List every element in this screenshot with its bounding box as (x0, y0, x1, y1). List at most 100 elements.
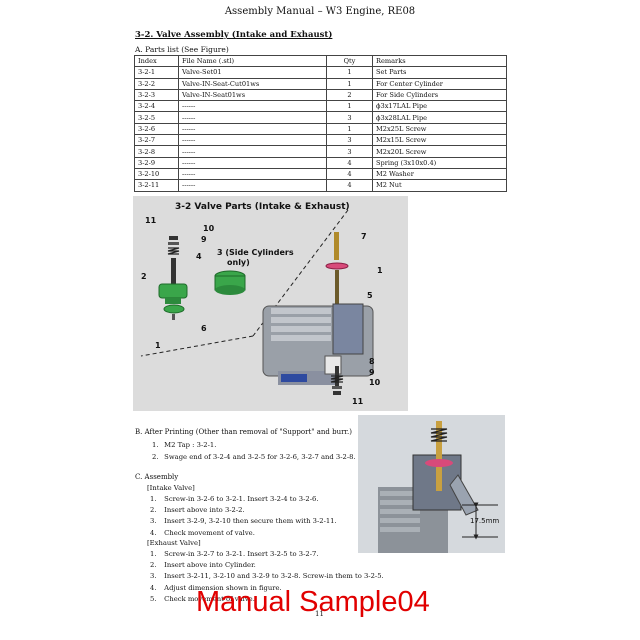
valve-screw-photo (436, 421, 442, 491)
exhaust-valve-title: [Exhaust Valve] (147, 539, 201, 547)
callout-10-left: 10 (203, 224, 215, 233)
cell-index: 3-2-10 (134, 167, 179, 181)
list-item: 2. Insert above into 3-2-2. (150, 506, 245, 515)
cell-remarks: Spring (3x10x0.4) (372, 156, 507, 169)
header-qty: Qty (326, 54, 373, 68)
guide-line-top (252, 209, 349, 337)
spring-left (167, 247, 180, 255)
cell-file-name: ------ (178, 122, 327, 136)
cell-file-name: ------ (178, 145, 327, 158)
cell-index: 3-2-1 (134, 66, 179, 79)
valve-parts-figure: 3-2 Valve Parts (Intake & Exhaust) (133, 196, 408, 411)
cell-file-name: Valve-IN-Seat01ws (178, 88, 327, 102)
page-header: Assembly Manual – W3 Engine, RE08 (224, 6, 416, 17)
cell-file-name: ------ (178, 179, 327, 192)
engine-photo: 17.5mm (358, 415, 505, 553)
cell-qty: 2 (326, 88, 373, 102)
fin-1 (271, 308, 331, 314)
callout-1-left: 1 (155, 341, 161, 350)
valve-set-base-left (165, 298, 181, 304)
cell-index: 3-2-9 (134, 156, 179, 169)
parts-list-heading: A. Parts list (See Figure) (135, 45, 229, 54)
assembly-title: C. Assembly (135, 473, 179, 481)
cell-index: 3-2-2 (134, 77, 179, 90)
cell-index: 3-2-6 (134, 122, 179, 136)
dimension-label: 17.5mm (470, 517, 500, 525)
cell-index: 3-2-5 (134, 111, 179, 124)
cell-remarks: M2x20L Screw (372, 145, 507, 158)
washer-left (168, 242, 179, 245)
page-number: 11 (315, 610, 324, 618)
exhaust-steps: 1. Screw-in 3-2-7 to 3-2-1. Insert 3-2-5… (150, 549, 384, 605)
header-file-name: File Name (.stl) (178, 54, 327, 68)
valve-seat-photo (425, 459, 453, 467)
list-item: 2. Swage end of 3-2-4 and 3-2-5 for 3-2-… (152, 452, 356, 461)
after-printing-list: 1. M2 Tap : 3-2-1. 2. Swage end of 3-2-4… (152, 440, 356, 463)
side-cylinders-label-1: 3 (Side Cylinders (217, 248, 294, 257)
cell-qty: 3 (326, 111, 373, 124)
cell-index: 3-2-4 (134, 100, 179, 113)
screw-left (172, 314, 175, 320)
cell-qty: 1 (326, 66, 373, 79)
list-item: 3. Insert 3-2-9, 3-2-10 then secure them… (150, 517, 337, 526)
pipe-right (335, 270, 339, 330)
engine-photo-drawing (358, 415, 505, 553)
callout-9-left: 9 (201, 235, 207, 244)
cell-remarks: Set Parts (372, 66, 507, 79)
cell-index: 3-2-3 (134, 88, 179, 102)
cell-qty: 3 (326, 134, 373, 147)
cell-index: 3-2-8 (134, 145, 179, 158)
cell-qty: 4 (326, 179, 373, 192)
spring-photo (430, 428, 448, 442)
screw-right (334, 232, 339, 260)
cell-qty: 4 (326, 156, 373, 169)
callout-9-right: 9 (369, 368, 375, 377)
fin-3 (271, 326, 331, 332)
list-item: 4. Adjust dimension shown in figure. (150, 583, 282, 592)
valve-seat-left (163, 304, 185, 314)
cell-remarks: For Side Cylinders (372, 88, 507, 102)
callout-6: 6 (201, 324, 207, 333)
washer-right (332, 386, 342, 389)
cell-remarks: M2x15L Screw (372, 134, 507, 147)
cell-qty: 3 (326, 145, 373, 158)
cell-qty: 1 (326, 77, 373, 90)
fin-4 (271, 335, 331, 341)
figure-title: 3-2 Valve Parts (Intake & Exhaust) (175, 202, 350, 212)
figure-drawing (140, 209, 374, 395)
intake-steps: 1. Screw-in 3-2-6 to 3-2-1. Insert 3-2-4… (150, 494, 337, 539)
callout-5: 5 (367, 291, 373, 300)
nut-left (169, 236, 178, 240)
callout-7: 7 (361, 232, 367, 241)
valve-housing (332, 303, 364, 355)
callout-11-left: 11 (145, 216, 157, 225)
callout-2: 2 (141, 272, 147, 281)
callout-10-right: 10 (369, 378, 381, 387)
cell-remarks: ϕ3x28LAL Pipe (372, 111, 507, 124)
parts-table: Index File Name (.stl) Qty Remarks 3-2-1… (134, 54, 507, 192)
cell-remarks: M2 Nut (372, 179, 507, 192)
callout-11-right: 11 (352, 397, 364, 406)
list-item: 4. Check movement of valve. (150, 528, 255, 537)
list-item: 1. Screw-in 3-2-7 to 3-2-1. Insert 3-2-5… (150, 550, 319, 558)
cell-file-name: Valve-IN-Seat-Cut01ws (178, 77, 327, 90)
cell-file-name: ------ (178, 167, 327, 181)
cell-file-name: ------ (178, 111, 327, 124)
side-seat-bottom (215, 285, 245, 295)
header-remarks: Remarks (372, 54, 507, 68)
header-index: Index (134, 54, 179, 68)
cell-qty: 1 (326, 100, 373, 113)
list-item: 3. Insert 3-2-11, 3-2-10 and 3-2-9 to 3-… (150, 572, 384, 581)
list-item: 1. M2 Tap : 3-2-1. (152, 441, 217, 449)
nut-right (333, 391, 341, 395)
